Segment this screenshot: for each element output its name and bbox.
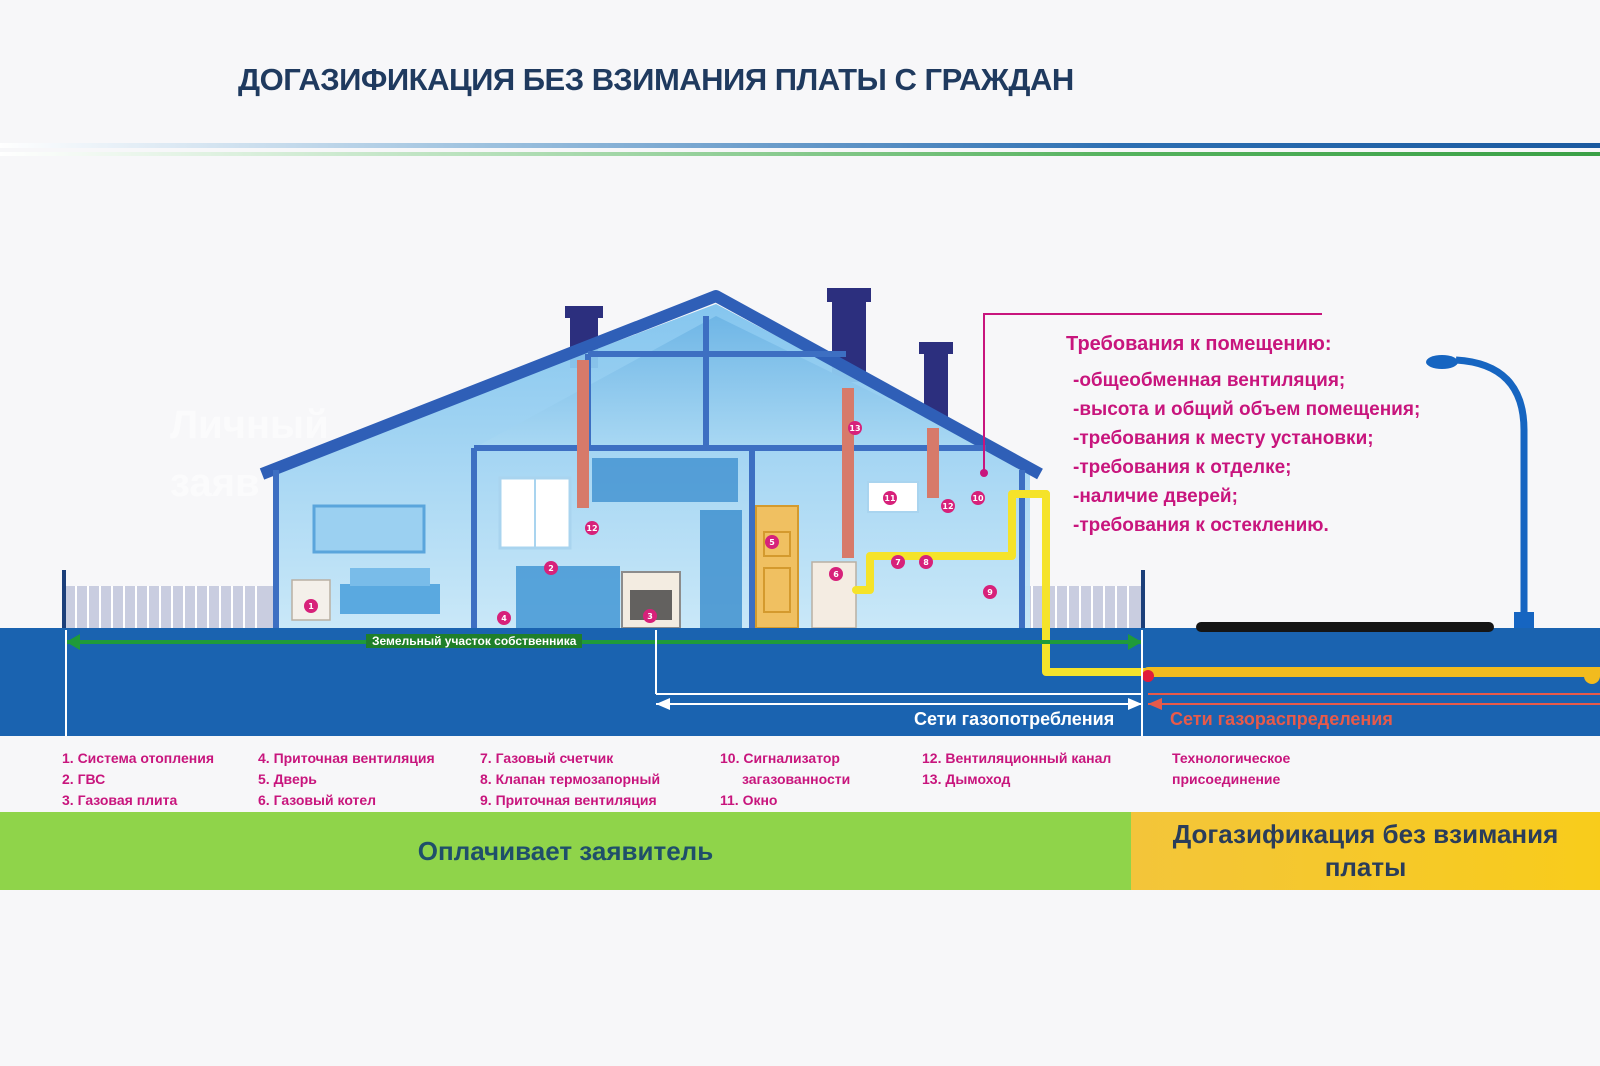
legend-item: Технологическое: [1172, 750, 1291, 766]
applicant-pays-band: [0, 812, 1131, 890]
watermark-line-2: заяв: [170, 461, 260, 505]
item-markers: [304, 421, 997, 625]
consumption-network-label: Сети газопотребления: [914, 709, 1115, 729]
legend-column-6: Технологическое присоединение: [1172, 748, 1290, 790]
marker-10: [971, 491, 985, 505]
marker-label-13: 13: [849, 424, 860, 433]
marker-label-5: 5: [769, 538, 775, 547]
marker-13: [848, 421, 862, 435]
land-dimension: [65, 630, 1142, 736]
legend-item: 5. Дверь: [258, 771, 317, 787]
marker-4: [497, 611, 511, 625]
legend-column-3: 7. Газовый счетчик 8. Клапан термозапорн…: [480, 748, 660, 811]
legend-item: 8. Клапан термозапорный: [480, 771, 661, 787]
requirement-item: -общеобменная вентиляция;: [1073, 370, 1346, 391]
free-gasification-label: Догазификация без взимания платы: [1172, 819, 1559, 882]
gas-pipes: [852, 490, 1600, 684]
legend-item: 7. Газовый счетчик: [480, 750, 614, 766]
marker-label-9: 9: [987, 588, 993, 597]
legend-column-5: 12. Вентиляционный канал 13. Дымоход: [922, 748, 1111, 790]
requirements-title: Требования к помещению:: [1066, 333, 1332, 355]
marker-8: [919, 555, 933, 569]
legend-item: 6. Газовый котел: [258, 792, 377, 808]
requirements-list: -общеобменная вентиляция; -высота и общи…: [1073, 366, 1420, 540]
legend-item: 9. Приточная вентиляция: [480, 792, 657, 808]
road: [1196, 622, 1494, 632]
marker-label-12b: 12: [942, 502, 953, 511]
marker-11: [883, 491, 897, 505]
legend-column-2: 4. Приточная вентиляция 5. Дверь 6. Газо…: [258, 748, 435, 811]
applicant-pays-label: Оплачивает заявитель: [417, 835, 714, 866]
page-title: ДОГАЗИФИКАЦИЯ БЕЗ ВЗИМАНИЯ ПЛАТЫ С ГРАЖД…: [238, 62, 1074, 97]
marker-label-12a: 12: [586, 524, 597, 533]
fence-left: [62, 570, 274, 628]
marker-label-10: 10: [972, 494, 984, 503]
marker-2: [544, 561, 558, 575]
fence-right: [1022, 570, 1145, 628]
marker-label-1: 1: [308, 602, 314, 611]
marker-5: [765, 535, 779, 549]
marker-1: [304, 599, 318, 613]
legend-item: 12. Вентиляционный канал: [922, 750, 1112, 766]
marker-label-11: 11: [884, 494, 896, 503]
requirement-item: -требования к месту установки;: [1073, 428, 1374, 449]
legend-item: 3. Газовая плита: [62, 792, 178, 808]
distribution-dimension: [1148, 693, 1600, 710]
marker-label-3: 3: [647, 612, 653, 621]
legend-item: 10. Сигнализатор: [720, 750, 840, 766]
watermark-line-1: Личный: [170, 403, 329, 447]
item-marker-numbers: 1 2 3 4 5 6 7 8 9 10 11 12 12 13: [308, 424, 993, 623]
legend-item: 2. ГВС: [62, 771, 106, 787]
consumption-dimension: [655, 630, 1143, 736]
legend-item: 11. Окно: [720, 792, 778, 808]
marker-label-4: 4: [501, 614, 507, 623]
ground-band: [0, 628, 1600, 736]
header-divider-blue: [0, 143, 1600, 148]
marker-12a: [585, 521, 599, 535]
street-lamp: [1426, 355, 1534, 628]
marker-12b: [941, 499, 955, 513]
legend-item: 13. Дымоход: [922, 771, 1011, 787]
free-gasification-band: [1131, 812, 1600, 890]
marker-9: [983, 585, 997, 599]
legend-column-4: 10. Сигнализатор загазованности 11. Окно: [720, 748, 850, 811]
house: [259, 290, 1043, 629]
legend-item: 1. Система отопления: [62, 750, 214, 766]
requirement-item: -наличие дверей;: [1073, 486, 1238, 507]
marker-label-7: 7: [895, 558, 901, 567]
requirement-item: -требования к остеклению.: [1073, 515, 1329, 536]
marker-label-8: 8: [923, 558, 929, 567]
requirement-item: -высота и общий объем помещения;: [1073, 399, 1421, 420]
land-plot-label: Земельный участок собственника: [366, 634, 583, 648]
marker-3: [643, 609, 657, 623]
faded-watermark: Личный заяв: [170, 396, 329, 512]
legend-item: загазованности: [742, 771, 851, 787]
marker-label-2: 2: [548, 564, 554, 573]
distribution-network-label: Сети газораспределения: [1170, 709, 1393, 729]
marker-6: [829, 567, 843, 581]
legend-column-1: 1. Система отопления 2. ГВС 3. Газовая п…: [62, 748, 214, 811]
marker-7: [891, 555, 905, 569]
requirement-item: -требования к отделке;: [1073, 457, 1292, 478]
legend-item: 4. Приточная вентиляция: [258, 750, 435, 766]
header-divider-green: [0, 152, 1600, 156]
marker-label-6: 6: [833, 570, 839, 579]
legend-item: присоединение: [1172, 771, 1281, 787]
requirements-bracket: [983, 313, 1322, 470]
